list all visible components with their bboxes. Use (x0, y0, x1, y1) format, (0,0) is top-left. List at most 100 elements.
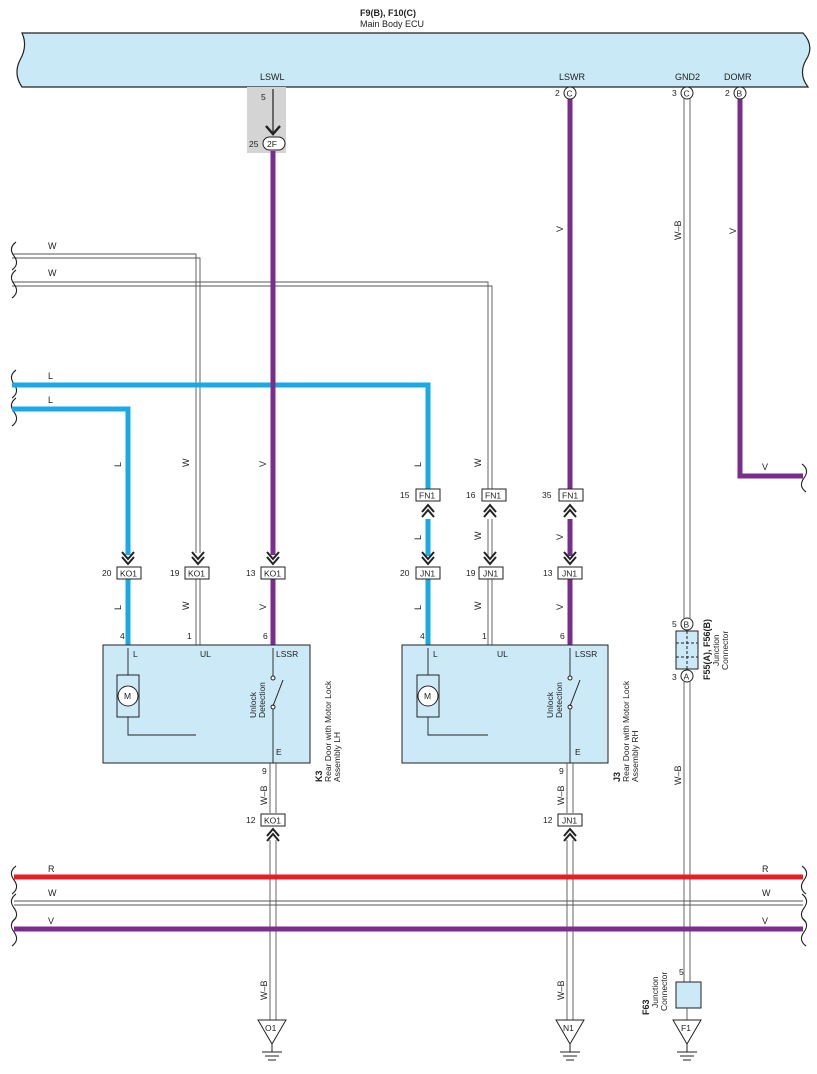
svg-text:LSSR: LSSR (276, 649, 298, 659)
domr-conn (733, 86, 747, 100)
ecu-connectors: F9(B), F10(C) (360, 8, 416, 18)
svg-text:N1: N1 (563, 1023, 574, 1033)
svg-text:20: 20 (102, 568, 112, 578)
ecu-name: Main Body ECU (360, 19, 424, 29)
domr-conn-id: B (737, 89, 743, 99)
domr-pin: 2 (725, 88, 730, 98)
gnd2-wire (683, 99, 691, 982)
svg-text:16: 16 (466, 490, 476, 500)
lswr-conn-id: C (567, 89, 573, 99)
blue-wires (12, 382, 431, 648)
svg-text:6: 6 (263, 631, 268, 641)
svg-text:Unlock: Unlock (248, 691, 258, 718)
wire-label-w-2: W (48, 268, 57, 278)
ecu-body (16, 32, 811, 88)
svg-text:5: 5 (672, 619, 677, 629)
wire-label-l-lh-low: L (113, 605, 123, 610)
bus-label-w-right: W (762, 888, 771, 898)
svg-text:JN1: JN1 (562, 816, 577, 826)
svg-text:O1: O1 (265, 1023, 277, 1033)
ground-point-f1: F1 (672, 1019, 702, 1061)
svg-text:1: 1 (187, 631, 192, 641)
wire-label-w-rh-low: W (473, 601, 483, 610)
svg-text:B: B (684, 620, 690, 630)
svg-text:JN1: JN1 (562, 569, 577, 579)
ecu-term-gnd2: GND2 (675, 72, 700, 82)
svg-text:JN1: JN1 (420, 569, 435, 579)
ground-connectors: 12 KO1 12 JN1 (246, 813, 583, 827)
wire-label-wb-lh-low: W–B (259, 980, 269, 1000)
bus-label-r-left: R (48, 864, 55, 874)
wire-label-l-rh-low: L (413, 605, 423, 610)
wire-label-wb-rh: W–B (556, 785, 566, 805)
ground-point-n1: N1 (555, 1019, 585, 1061)
svg-text:UL: UL (200, 649, 211, 659)
svg-text:3: 3 (672, 672, 677, 682)
jn1-connectors: 20 JN1 19 JN1 13 JN1 (400, 566, 583, 580)
svg-text:F63: F63 (641, 999, 651, 1015)
svg-text:Unlock: Unlock (545, 691, 555, 718)
mating-chevrons-lh (121, 551, 280, 566)
wire-label-v-lswl: V (258, 461, 268, 467)
svg-text:Junction: Junction (650, 976, 660, 1008)
door-lock-rh: 4 1 6 L UL LSSR E M Unlock Detection J3 … (401, 631, 640, 782)
svg-text:12: 12 (543, 815, 553, 825)
ground-point-o1: O1 (257, 1019, 287, 1061)
junction-2f-tag (262, 136, 286, 151)
lswr-pin: 2 (555, 88, 560, 98)
svg-text:M: M (124, 691, 131, 701)
svg-text:J3: J3 (612, 772, 622, 782)
mating-chevrons-rh (421, 503, 577, 566)
svg-text:FN1: FN1 (419, 491, 435, 501)
svg-text:Rear Door with Motor Lock: Rear Door with Motor Lock (621, 680, 631, 782)
svg-text:M: M (424, 691, 431, 701)
svg-text:19: 19 (170, 568, 180, 578)
wire-label-v-domr-vert: V (728, 228, 738, 234)
svg-text:Detection: Detection (554, 682, 564, 718)
junction-f55-f56: 5 B 3 A F55(A), F56(B) Junction Connecto… (672, 617, 730, 683)
domr-break-mark (800, 463, 808, 493)
svg-text:5: 5 (679, 967, 684, 977)
svg-text:KO1: KO1 (264, 569, 281, 579)
wire-label-w-rh: W (473, 458, 483, 467)
wire-label-v-rh-mid: V (555, 534, 565, 540)
bus-label-v-left: V (48, 916, 54, 926)
lswl-pin: 5 (261, 92, 266, 102)
lswr-conn (563, 86, 577, 100)
wire-label-w-lh-low: W (181, 601, 191, 610)
pin-9-lh: 9 (262, 766, 267, 776)
wire-break-marks-left (10, 241, 18, 947)
svg-text:Assembly LH: Assembly LH (332, 732, 342, 782)
ecu-term-lswl: LSWL (260, 72, 285, 82)
svg-text:Junction: Junction (711, 634, 721, 666)
svg-text:Detection: Detection (257, 682, 267, 718)
svg-text:KO1: KO1 (264, 816, 281, 826)
svg-text:20: 20 (400, 568, 410, 578)
svg-text:Connector: Connector (720, 631, 730, 670)
svg-text:4: 4 (120, 631, 125, 641)
white-wires-top (12, 253, 493, 553)
gnd2-conn-id: C (684, 89, 690, 99)
svg-text:4: 4 (420, 631, 425, 641)
gnd2-conn (680, 86, 694, 100)
svg-text:LSSR: LSSR (575, 649, 597, 659)
wire-label-l-lh: L (113, 462, 123, 467)
wire-label-wb-lh: W–B (259, 785, 269, 805)
svg-text:KO1: KO1 (120, 569, 137, 579)
fn1-connectors: 15 FN1 16 FN1 35 FN1 (400, 488, 584, 502)
junction-2f-arrow (265, 125, 281, 136)
junction-2f-id: 2F (267, 139, 277, 149)
wire-label-v-domr: V (762, 462, 768, 472)
svg-text:JN1: JN1 (483, 569, 498, 579)
wire-label-wb-gnd2: W–B (673, 220, 683, 240)
svg-text:E: E (575, 747, 581, 757)
bus-break-marks-right (800, 865, 808, 947)
svg-text:UL: UL (497, 649, 508, 659)
svg-text:13: 13 (543, 568, 553, 578)
svg-text:15: 15 (400, 490, 410, 500)
wire-label-v-lswr: V (555, 226, 565, 232)
svg-text:FN1: FN1 (562, 491, 578, 501)
svg-text:13: 13 (246, 568, 256, 578)
svg-text:12: 12 (246, 815, 256, 825)
gnd2-pin: 3 (672, 88, 677, 98)
